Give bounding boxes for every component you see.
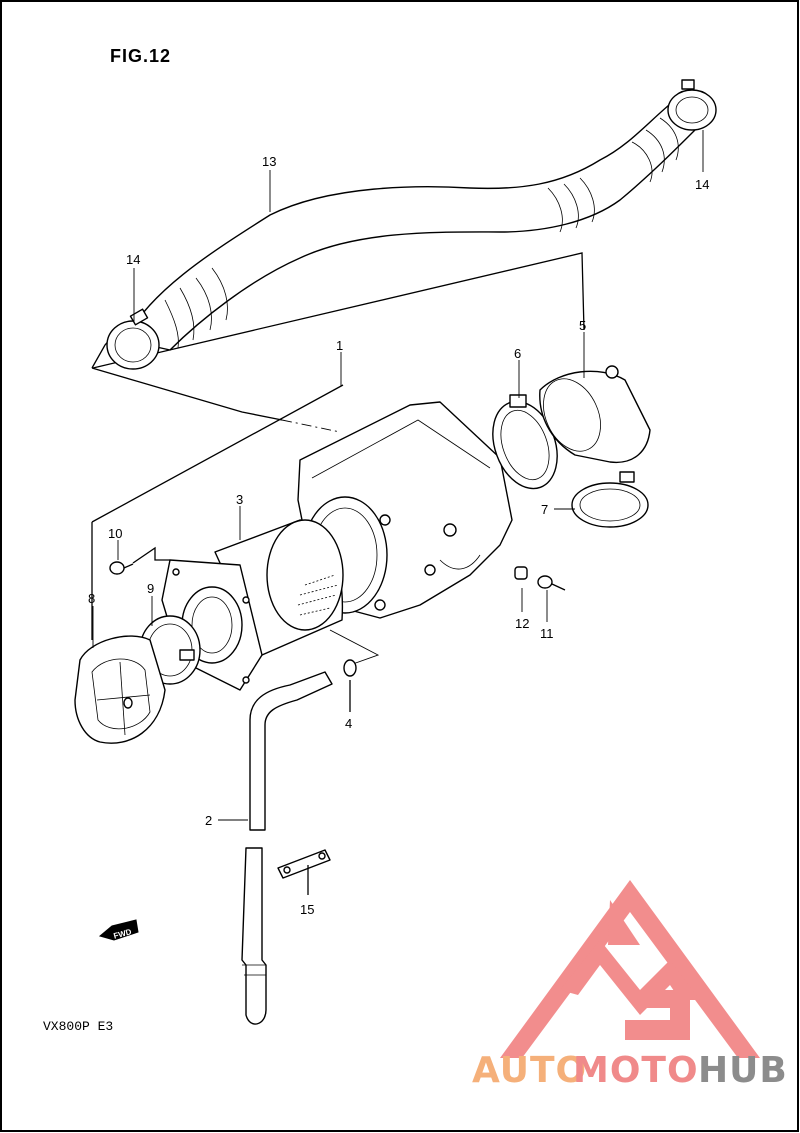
- figure-title: FIG.12: [110, 46, 171, 66]
- callout-5: 5: [579, 318, 586, 333]
- assembly-frame-lines: [91, 252, 585, 666]
- callout-12: 12: [515, 616, 529, 631]
- callout-leaders: [92, 130, 704, 821]
- forward-arrow-icon: FWD: [98, 919, 139, 941]
- callout-2: 2: [205, 813, 212, 828]
- callout-13: 13: [262, 154, 276, 169]
- watermark-hub: HUB: [698, 1050, 788, 1091]
- bolt-11: [537, 575, 566, 591]
- clamp-7: [571, 471, 649, 528]
- drain-tube-2: [241, 671, 333, 1025]
- watermark-moto: MOTO: [573, 1050, 699, 1091]
- callout-7: 7: [541, 502, 548, 517]
- watermark-auto: AUTO: [472, 1050, 587, 1091]
- inlet-boot-5: [539, 365, 651, 464]
- callout-1: 1: [336, 338, 343, 353]
- outlet-duct-8: [74, 635, 166, 744]
- inlet-clamp-6: [492, 394, 558, 490]
- callout-3: 3: [236, 492, 243, 507]
- callout-6: 6: [514, 346, 521, 361]
- callout-15: 15: [300, 902, 314, 917]
- callout-9: 9: [147, 581, 154, 596]
- clip-4: [343, 659, 357, 712]
- screw-10: [109, 546, 170, 575]
- callout-14-lower: 14: [126, 252, 140, 267]
- callout-14-upper: 14: [695, 177, 709, 192]
- watermark-text: AUTO MOTO HUB: [472, 1050, 788, 1091]
- bracket-15: [277, 849, 331, 895]
- watermark-logo-icon: [500, 880, 760, 1058]
- callout-4: 4: [345, 716, 352, 731]
- callout-8: 8: [88, 591, 95, 606]
- intake-hose: [106, 79, 717, 370]
- model-code: VX800P E3: [43, 1019, 113, 1034]
- callout-10: 10: [108, 526, 122, 541]
- nut-12: [514, 566, 528, 580]
- callout-11: 11: [540, 626, 554, 641]
